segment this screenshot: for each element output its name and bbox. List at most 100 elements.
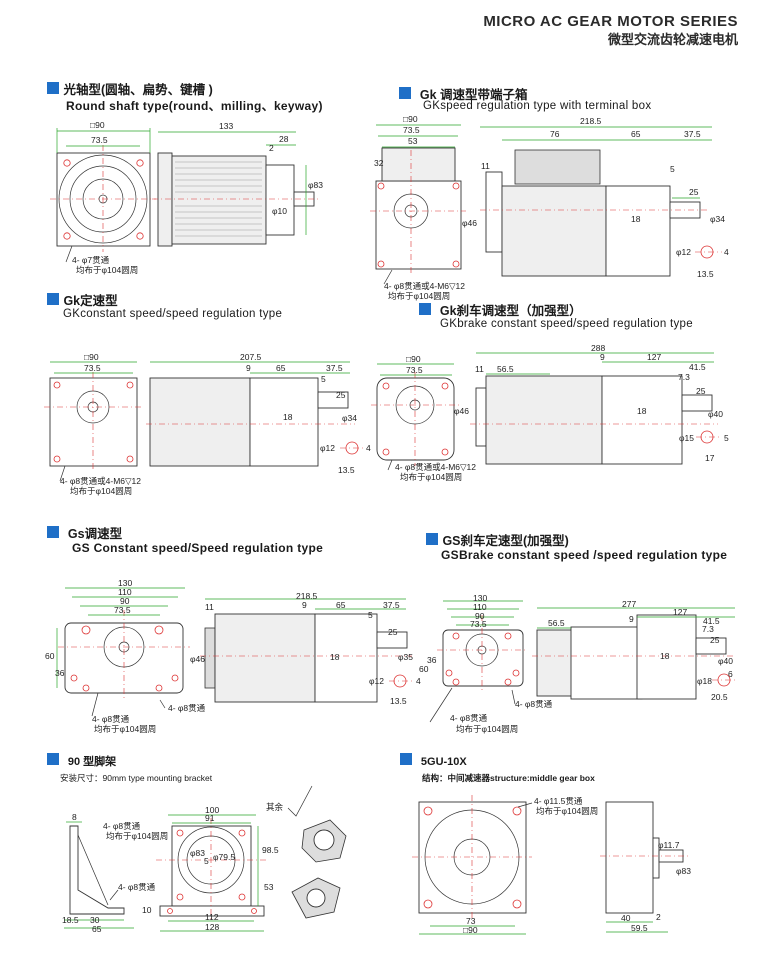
section-3-title-cn: Gk定速型 [63,294,118,308]
dim-label: 37.5 [383,600,400,610]
section-7-heading: 90 型脚架 [47,752,116,770]
dim-label: φ12 [369,676,384,686]
dim-label: φ15 [679,433,694,443]
section-7-title-cn: 90 型脚架 [67,756,117,768]
dim-label: 11 [475,364,484,374]
section-4-heading: Gk刹车调速型（加强型） [419,300,582,320]
section-1-title-en: Round shaft type(round、milling、keyway) [66,99,323,113]
section-8-heading: 5GU-10X [400,752,467,770]
dim-label: 18 [283,412,293,422]
section-4-title-cn: Gk刹车调速型（加强型） [439,304,582,318]
drawing-gk-constant: □90 73.5 4- φ8贯通或4-M6▽12 均布于φ104圆周 207.5… [44,352,371,496]
dim-label: 91 [205,813,215,823]
dim-label: 11 [205,602,214,612]
section-1-title-cn: 光轴型(圆轴、扁势、键槽 ) [63,83,213,97]
dim-label: 110 [473,602,487,612]
dim-label: 128 [205,922,219,932]
dim-label: 4- φ8贯通 [118,882,156,892]
dim-label: 18 [631,214,641,224]
dim-label: 均布于φ104圆周 [400,472,462,482]
dim-label: 73 [466,916,476,926]
dim-label: 60 [45,651,55,661]
dim-label: 7.3 [702,624,714,634]
dim-label: 4- φ8贯通 [168,703,206,713]
dim-label: 5 [321,374,326,384]
dim-label: 25 [710,635,720,645]
dim-label: 25 [689,187,699,197]
dim-label: 130 [118,578,132,588]
dim-label: 73.5 [403,125,420,135]
dim-label: φ18 [697,676,712,686]
dim-label: φ83 [190,848,205,858]
dim-label: 13.5 [390,696,407,706]
section-4-title-en: GKbrake constant speed/speed regulation … [440,318,693,330]
section-marker [399,87,411,99]
dim-label: 4- φ8贯通 [515,699,553,709]
dim-label: 41.5 [689,362,706,372]
dim-label: 5 [204,856,209,866]
dim-label: 4- φ11.5贯通 [534,796,583,806]
dim-label: 59.5 [631,923,648,933]
section-8-title-cn: 5GU-10X [420,756,467,768]
dim-label: 4- φ8贯通或4-M6▽12 [395,462,476,472]
dim-label: 9 [629,614,634,624]
dim-label: 53 [264,882,274,892]
dim-label: 127 [647,352,661,362]
section-6-heading: GS刹车定速型(加强型) [426,530,569,550]
dim-label: 4- φ8贯通或4-M6▽12 [60,476,141,486]
dim-label: φ40 [718,656,733,666]
dim-label: 4- φ8贯通 [450,713,488,723]
dim-label: 65 [92,924,102,934]
dim-label: □90 [84,352,99,362]
dim-label: φ34 [710,214,725,224]
drawing-gs-regulation: 130 110 90 73.5 60 36 4- φ8贯通 均布于φ104圆周 … [45,578,421,734]
bracket-photo-2 [291,877,341,919]
dim-label: 56.5 [548,618,565,628]
dim-label: 4 [366,443,371,453]
dim-label: 4 [724,247,729,257]
dim-label: 均布于φ104圆周 [94,724,156,734]
dim-label: 6 [728,669,733,679]
dim-label: 9 [246,363,251,373]
dim-label: 7.3 [678,372,690,382]
dim-label: 10 [142,905,152,915]
dim-label: 288 [591,343,605,353]
dim-label: 40 [621,913,631,923]
section-1-heading: 光轴型(圆轴、扁势、键槽 ) [47,79,213,99]
dim-label: 其余 [266,802,284,812]
dim-label: 均布于φ104圆周 [106,831,168,841]
section-3-title-en: GKconstant speed/speed regulation type [63,308,283,320]
dim-label: 65 [276,363,286,373]
dim-label: 28 [279,134,289,144]
dim-label: φ12 [320,443,335,453]
dim-label: 277 [622,599,636,609]
dim-label: 25 [696,386,706,396]
dim-label: φ12 [676,247,691,257]
section-marker [47,753,59,765]
dim-label: 9 [600,352,605,362]
header-title-cn: 微型交流齿轮减速电机 [607,32,738,47]
drawing-5gu-10x: 4- φ11.5贯通 均布于φ104圆周 73 □90 φ11.7 φ83 40… [412,795,691,935]
dim-label: 133 [219,121,233,131]
section-7-title-en: 安装尺寸：90mm type mounting bracket [60,773,213,783]
dim-label: 218.5 [296,591,318,601]
dim-label: 20.5 [711,692,728,702]
dim-label: φ83 [308,180,323,190]
dim-label: φ79.5 [213,852,235,862]
dim-label: 98.5 [262,845,279,855]
dim-label: 90 [120,596,130,606]
dim-label: 17 [705,453,715,463]
dim-label: 5 [724,433,729,443]
dim-label: 25 [388,627,398,637]
dim-label: 100 [205,805,219,815]
dim-label: 76 [550,129,560,139]
header-title-en: MICRO AC GEAR MOTOR SERIES [483,13,738,30]
dim-label: 5 [368,610,373,620]
dim-label: 18 [637,406,647,416]
dim-label: φ40 [708,409,723,419]
section-5-title-en: GS Constant speed/Speed regulation type [72,541,324,555]
dim-label: 9 [302,600,307,610]
section-8-title-en: 结构：中间减速器structure:middle gear box [422,773,595,783]
dim-label: φ46 [462,218,477,228]
